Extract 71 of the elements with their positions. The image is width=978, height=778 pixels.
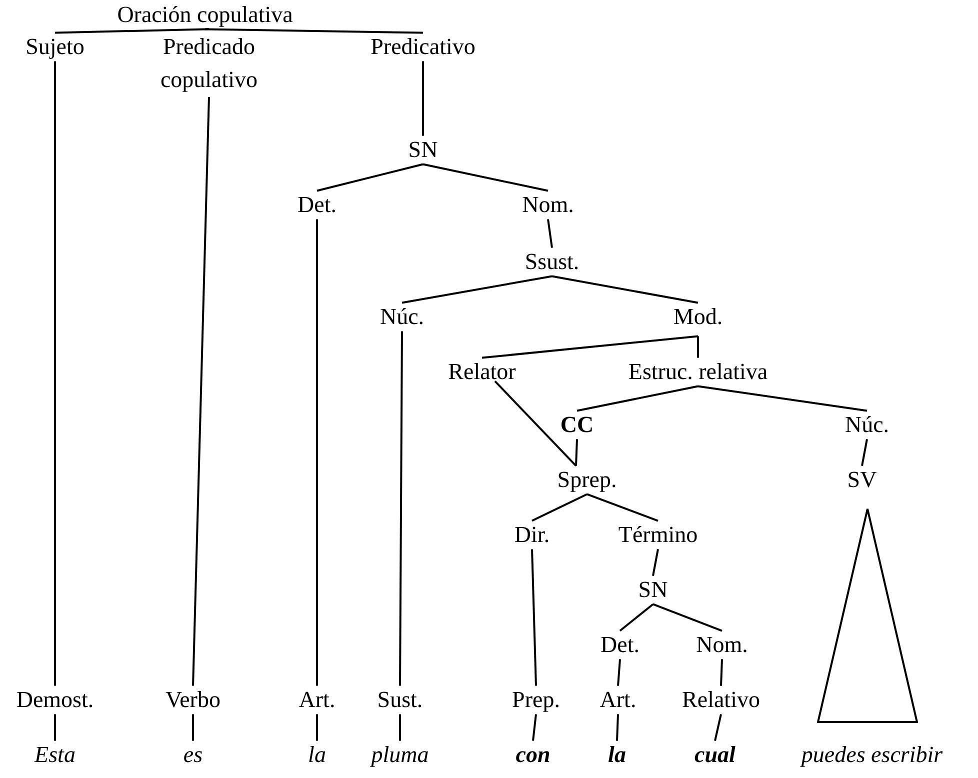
- tree-node-label: Oración copulativa: [117, 2, 293, 28]
- tree-node-label: Sprep.: [557, 466, 617, 494]
- tree-node-label: Nom.: [696, 632, 748, 658]
- tree-node-label: Art.: [600, 686, 636, 714]
- tree-node-label: Estruc. relativa: [628, 358, 768, 386]
- tree-branch-line: [402, 275, 552, 304]
- tree-branch-line: [422, 61, 424, 136]
- tree-node-label: Relativo: [682, 686, 760, 714]
- tree-node-label: Nom.: [522, 192, 574, 218]
- tree-branch-line: [575, 439, 578, 466]
- tree-branch-line: [714, 714, 722, 741]
- tree-node-label: Ssust.: [524, 248, 580, 276]
- tree-branch-line: [494, 380, 577, 466]
- tree-branch-line: [399, 714, 401, 741]
- tree-branch-line: [54, 714, 56, 741]
- tree-node-label: Det.: [298, 192, 336, 218]
- word-text: Esta: [34, 742, 76, 768]
- tree-branch-line: [619, 603, 654, 632]
- tree-node-label: Término: [618, 522, 698, 548]
- tree-branch-line: [532, 493, 588, 522]
- tree-branch-line: [697, 336, 699, 358]
- word-text: la: [608, 742, 626, 768]
- word-text: la: [308, 742, 326, 768]
- tree-branch-line: [586, 493, 658, 522]
- phrase-text: puedes escribir: [801, 742, 943, 768]
- tree-branch-line: [316, 714, 318, 741]
- word-text: pluma: [371, 742, 429, 768]
- tree-node-label: SV: [847, 466, 877, 494]
- tree-branch-line: [576, 385, 698, 412]
- tree-branch-line: [54, 61, 56, 686]
- tree-branch-line: [552, 275, 698, 304]
- tree-node-label: Demost.: [16, 686, 94, 714]
- tree-node-label: SN: [638, 576, 668, 604]
- tree-node-label: Predicado copulativo: [139, 30, 279, 96]
- tree-branch-line: [531, 549, 537, 686]
- tree-branch-line: [720, 659, 723, 686]
- tree-branch-line: [617, 659, 621, 686]
- tree-node-label: CC: [560, 412, 594, 438]
- tree-node-label: Predicativo: [370, 34, 476, 60]
- tree-node-label: Núc.: [380, 304, 424, 330]
- tree-branch-line: [316, 219, 318, 686]
- tree-branch-line: [54, 28, 206, 34]
- tree-branch-line: [698, 385, 868, 412]
- word-text: cual: [694, 742, 736, 768]
- tree-node-label: Mod.: [673, 304, 723, 330]
- tree-branch-line: [652, 603, 722, 632]
- tree-branch-line: [204, 28, 424, 34]
- word-text: es: [183, 742, 203, 768]
- tree-node-label: Prep.: [512, 686, 560, 714]
- tree-branch-line: [532, 714, 537, 741]
- tree-branch-line: [399, 331, 403, 686]
- tree-branch-line: [204, 28, 210, 30]
- tree-branch-line: [616, 714, 619, 741]
- tree-branch-line: [861, 439, 868, 466]
- tree-node-label: Dir.: [514, 522, 550, 548]
- tree-node-label: Sust.: [377, 686, 423, 714]
- tree-branch-line: [652, 549, 659, 576]
- tree-branch-line: [316, 163, 424, 192]
- tree-branch-line: [192, 714, 194, 741]
- tree-node-label: Det.: [600, 632, 640, 658]
- tree-node-label: Núc.: [844, 412, 890, 438]
- tree-node-label: Verbo: [166, 686, 220, 714]
- tree-branch-line: [192, 96, 210, 686]
- word-text: con: [516, 742, 550, 768]
- tree-node-label: SN: [408, 136, 438, 164]
- tree-branch-line: [547, 219, 553, 248]
- tree-branch-line: [422, 163, 548, 192]
- tree-node-label: Sujeto: [26, 34, 84, 60]
- tree-branch-line: [482, 335, 698, 359]
- tree-node-label: Relator: [448, 358, 516, 386]
- tree-node-label: Art.: [298, 686, 336, 714]
